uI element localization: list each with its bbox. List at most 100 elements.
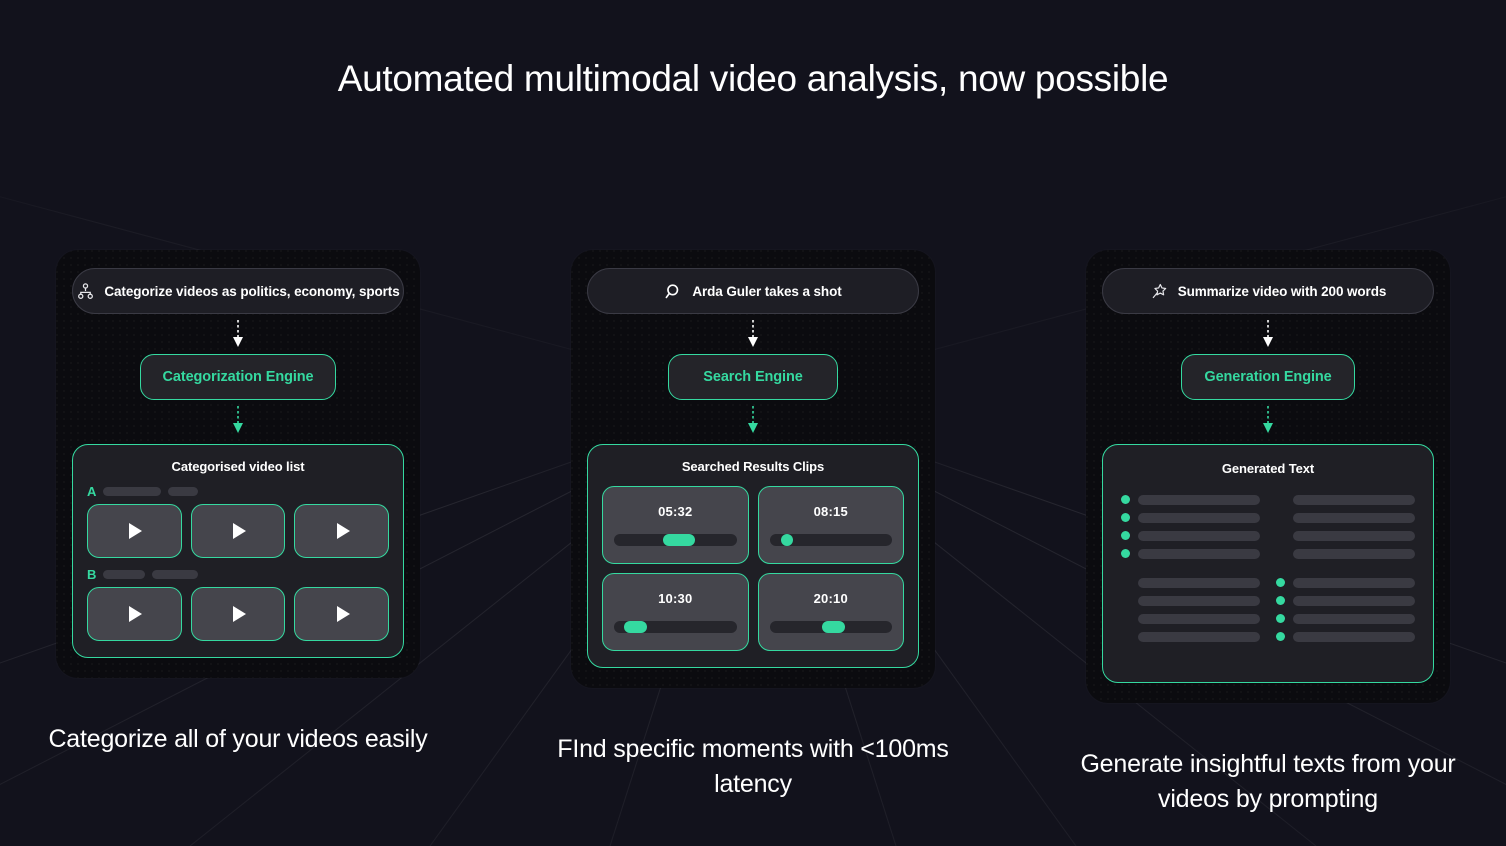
panel-title: Searched Results Clips — [681, 459, 825, 474]
placeholder-line — [1293, 530, 1415, 541]
bullet-dot — [1121, 495, 1130, 504]
placeholder-line — [1138, 512, 1260, 523]
video-thumbnail[interactable] — [294, 504, 390, 558]
feature-column-search: Arda Guler takes a shot Search Engine Se… — [557, 250, 949, 820]
video-thumbnail[interactable] — [87, 587, 182, 641]
video-thumbnail-row — [87, 587, 390, 641]
category-group: A — [87, 485, 390, 558]
clip-card[interactable]: 10:30 — [602, 573, 749, 651]
category-header: B — [87, 567, 389, 582]
bullet-dot — [1276, 614, 1285, 623]
placeholder-line — [1138, 577, 1260, 588]
feature-columns: Categorize videos as politics, economy, … — [0, 250, 1506, 820]
video-thumbnail[interactable] — [190, 587, 286, 641]
generated-line — [1276, 494, 1415, 505]
clip-scrubber[interactable] — [769, 534, 892, 546]
clip-scrubber[interactable] — [614, 621, 737, 633]
flow-arrow-down-green — [1263, 406, 1273, 433]
engine-badge-search[interactable]: Search Engine — [668, 354, 838, 400]
generated-line — [1276, 530, 1415, 541]
prompt-input-search[interactable]: Arda Guler takes a shot — [587, 268, 919, 314]
generated-line — [1121, 631, 1260, 642]
generated-line — [1276, 548, 1415, 559]
category-group: B — [87, 567, 390, 641]
engine-badge-categorization[interactable]: Categorization Engine — [139, 354, 337, 400]
clip-card[interactable]: 20:10 — [757, 573, 904, 651]
placeholder-line — [1293, 494, 1415, 505]
page-title: Automated multimodal video analysis, now… — [337, 58, 1169, 99]
generated-text-block — [1121, 577, 1260, 642]
generated-line — [1276, 595, 1415, 606]
magic-wand-icon — [1152, 283, 1166, 298]
play-icon — [233, 523, 246, 539]
play-icon — [233, 606, 246, 622]
clip-card[interactable]: 05:32 — [602, 486, 749, 564]
placeholder-line — [1293, 595, 1415, 606]
result-panel-generated-text: Generated Text — [1102, 444, 1434, 683]
generated-line — [1121, 494, 1260, 505]
clip-timestamp: 08:15 — [813, 504, 848, 519]
engine-badge-generation[interactable]: Generation Engine — [1181, 354, 1355, 400]
prompt-input-generate[interactable]: Summarize video with 200 words — [1102, 268, 1434, 314]
feature-caption: FInd specific moments with <100ms latenc… — [557, 735, 949, 798]
placeholder-line — [1293, 613, 1415, 624]
category-letter: B — [87, 567, 97, 582]
feature-caption: Generate insightful texts from your vide… — [1080, 750, 1456, 813]
play-icon — [336, 606, 350, 622]
clip-marker — [780, 534, 793, 546]
placeholder-line — [1138, 530, 1260, 541]
placeholder-line — [1293, 577, 1415, 588]
flow-arrow-down-green — [748, 406, 758, 433]
generated-line — [1276, 613, 1415, 624]
panel-title: Categorised video list — [171, 459, 305, 474]
clip-marker — [663, 534, 695, 546]
placeholder-line — [1293, 512, 1415, 523]
placeholder-bar — [103, 570, 146, 579]
flow-card-search: Arda Guler takes a shot Search Engine Se… — [571, 250, 935, 688]
flow-card-categorize: Categorize videos as politics, economy, … — [56, 250, 420, 678]
generated-line — [1276, 631, 1415, 642]
placeholder-line — [1138, 548, 1260, 559]
flow-arrow-down — [233, 320, 243, 347]
result-panel-searched-results-clips: Searched Results Clips 05:32 08:15 10:30 — [587, 444, 919, 668]
clip-scrubber[interactable] — [769, 621, 892, 633]
placeholder-bar — [103, 487, 162, 496]
generated-line — [1121, 530, 1260, 541]
placeholder-line — [1293, 631, 1415, 642]
generated-line — [1121, 548, 1260, 559]
bullet-dot — [1121, 513, 1130, 522]
generated-line — [1121, 595, 1260, 606]
clip-scrubber[interactable] — [614, 534, 737, 546]
hierarchy-icon — [78, 282, 94, 299]
video-thumbnail-row — [87, 504, 390, 558]
generated-text-block — [1276, 494, 1415, 559]
prompt-input-categorize[interactable]: Categorize videos as politics, economy, … — [72, 268, 404, 314]
feature-caption: Categorize all of your videos easily — [48, 725, 428, 753]
bullet-dot — [1276, 632, 1285, 641]
bullet-dot — [1121, 531, 1130, 540]
placeholder-bar — [168, 487, 199, 496]
engine-label: Categorization Engine — [162, 369, 314, 385]
clip-grid: 05:32 08:15 10:30 20:10 — [602, 486, 904, 651]
clip-timestamp: 20:10 — [813, 591, 848, 606]
flow-arrow-down-green — [233, 406, 243, 433]
play-icon — [129, 523, 143, 539]
prompt-text: Categorize videos as politics, economy, … — [104, 283, 400, 299]
placeholder-line — [1293, 548, 1415, 559]
generated-line — [1121, 577, 1260, 588]
bullet-dot — [1276, 596, 1285, 605]
play-icon — [129, 606, 143, 622]
engine-label: Search Engine — [703, 369, 803, 385]
flow-arrow-down — [1263, 320, 1273, 347]
clip-timestamp: 05:32 — [658, 504, 693, 519]
generated-line — [1121, 512, 1260, 523]
video-thumbnail[interactable] — [190, 504, 286, 558]
prompt-text: Arda Guler takes a shot — [692, 283, 842, 299]
play-icon — [336, 523, 350, 539]
video-thumbnail[interactable] — [294, 587, 390, 641]
bullet-dot — [1276, 578, 1285, 587]
video-thumbnail[interactable] — [87, 504, 182, 558]
clip-card[interactable]: 08:15 — [757, 486, 904, 564]
generated-line — [1276, 577, 1415, 588]
engine-label: Generation Engine — [1204, 369, 1332, 385]
